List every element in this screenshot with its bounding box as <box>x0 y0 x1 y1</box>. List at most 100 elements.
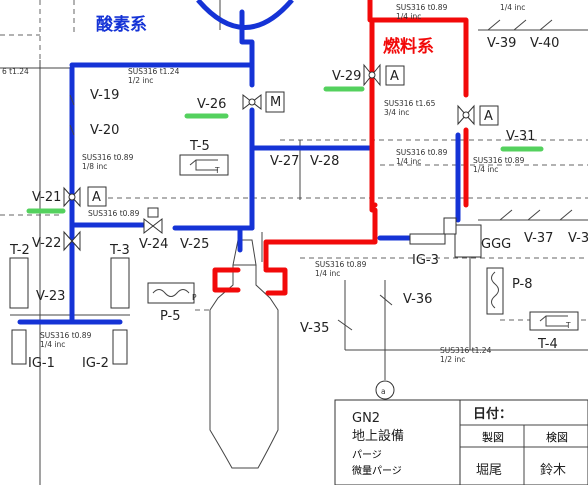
spec-2b: 1/2 inc <box>128 76 153 85</box>
connector-a <box>375 380 395 400</box>
spec-1b: 1/4 inc <box>396 12 421 21</box>
spec-4: SUS316 t0.89 <box>396 148 448 157</box>
v22-label: V-22 <box>32 236 61 251</box>
spec-3b: 3/4 inc <box>384 108 409 117</box>
p5-symbol <box>152 289 190 297</box>
v19-v20-check <box>69 94 75 136</box>
date-label: 日付： <box>473 406 512 422</box>
valve-v24-icon <box>143 207 163 235</box>
v25-label: V-25 <box>180 237 209 252</box>
spec-8b: 1/4 inc <box>40 340 65 349</box>
ggg-inlet <box>443 217 457 235</box>
spec-2: SUS316 t1.24 <box>128 67 180 76</box>
t4-box <box>529 311 579 331</box>
t5-label: T-5 <box>189 139 210 154</box>
v23-label: V-23 <box>36 289 65 304</box>
ig2-label: IG-2 <box>82 356 109 371</box>
t3-label: T-3 <box>109 243 130 258</box>
spec-9b: 1/4 inc <box>315 269 340 278</box>
fuel-system-label: 燃料系 <box>383 36 434 57</box>
valve-v26-icon <box>242 91 285 113</box>
v40-label: V-40 <box>530 36 559 51</box>
components <box>9 154 579 400</box>
fuel-flow-path <box>212 0 469 296</box>
v35-v36-check <box>337 294 393 331</box>
p5-sub-label: P <box>192 293 197 302</box>
connector-a-label: a <box>381 387 386 396</box>
legend-border <box>334 399 461 485</box>
t2-label: T-2 <box>9 243 30 258</box>
spec-13: 6 t1.24 <box>2 67 29 76</box>
ig2-box <box>112 329 128 365</box>
t4-symbol <box>539 315 568 327</box>
spec-7: SUS316 t0.89 <box>88 209 140 218</box>
engine-body <box>209 265 279 469</box>
spec-1: SUS316 t0.89 <box>396 3 448 12</box>
spec-4b: 1/4 inc <box>396 157 421 166</box>
valve-v22-icon <box>63 230 81 252</box>
t2-gauge <box>9 257 29 309</box>
t5-symbol <box>189 159 218 171</box>
spec-9: SUS316 t0.89 <box>315 260 367 269</box>
t3-gauge <box>110 257 130 309</box>
title-block: 日付： 製図 検図 堀尾 鈴木 <box>459 399 588 485</box>
spec-8: SUS316 t0.89 <box>40 331 92 340</box>
v21-actuator-label: A <box>92 190 101 205</box>
t4-label: T-4 <box>537 337 558 352</box>
component-labels: T-2 T-3 T-4 T-5 T T IG-1 IG-2 IG-3 P-5 P… <box>9 69 571 396</box>
oxygen-flow-path <box>17 9 461 325</box>
v37-label: V-37 <box>524 231 553 246</box>
v24-label: V-24 <box>139 237 168 252</box>
spec-10: SUS316 t1.24 <box>440 346 492 355</box>
spec-10b: 1/2 inc <box>440 355 465 364</box>
v19-label: V-19 <box>90 88 119 103</box>
v21-label: V-21 <box>32 190 61 205</box>
checker-header: 検図 <box>546 430 568 444</box>
valve-v29-icon <box>363 63 405 87</box>
v26-motor-label: M <box>270 95 281 110</box>
v37b-label: V-3 <box>568 231 588 246</box>
v31-actuator-label: A <box>484 109 493 124</box>
legend-micro-purge: 微量パージ <box>352 464 402 477</box>
v31-label: V-31 <box>506 129 535 144</box>
drafter-header: 製図 <box>482 430 504 444</box>
spec-6: SUS316 t0.89 <box>82 153 134 162</box>
ig3-igniter <box>409 233 446 245</box>
t5-sub-label: T <box>214 166 220 175</box>
v35-label: V-35 <box>300 321 329 336</box>
t5-box <box>179 154 229 176</box>
v29-label: V-29 <box>332 69 361 84</box>
pipe-spec-labels: SUS316 t0.89 1/4 inc SUS316 t1.24 1/2 in… <box>2 3 525 364</box>
p5-label: P-5 <box>160 309 181 324</box>
legend-ground-equipment: 地上設備 <box>352 428 404 444</box>
v39-label: V-39 <box>487 36 516 51</box>
v20-label: V-20 <box>90 123 119 138</box>
v39-v40-check <box>487 19 553 31</box>
spec-3: SUS316 t1.65 <box>384 99 436 108</box>
valve-labels: V-19 V-20 V-21 V-22 V-23 V-24 V-25 V-26 … <box>32 36 588 336</box>
v26-label: V-26 <box>197 97 226 112</box>
p5-box <box>147 282 195 304</box>
ig1-label: IG-1 <box>28 356 55 371</box>
ig1-box <box>11 329 27 365</box>
v29-actuator-label: A <box>390 69 399 84</box>
oxygen-system-label: 酸素系 <box>96 14 147 35</box>
v28-label: V-28 <box>310 154 339 169</box>
spec-5b: 1/4 inc <box>473 165 498 174</box>
spec-5: SUS316 t0.89 <box>473 156 525 165</box>
oxygen-tank-outline <box>196 0 294 30</box>
ig3-label: IG-3 <box>412 253 439 268</box>
checker-name: 鈴木 <box>540 463 566 478</box>
spec-6b: 1/8 inc <box>82 162 107 171</box>
engine-injector <box>232 239 257 266</box>
p8-label: P-8 <box>512 277 533 292</box>
valve-v31-icon <box>457 104 499 126</box>
drafter-name: 堀尾 <box>476 463 502 478</box>
legend-gn2: GN2 <box>352 411 380 426</box>
spec-12: 1/4 inc <box>500 3 525 12</box>
legend-box: GN2 地上設備 パージ 微量パージ <box>334 399 461 485</box>
valve-v21-icon <box>63 186 107 208</box>
v36-label: V-36 <box>403 292 432 307</box>
valve-symbols <box>63 19 573 331</box>
